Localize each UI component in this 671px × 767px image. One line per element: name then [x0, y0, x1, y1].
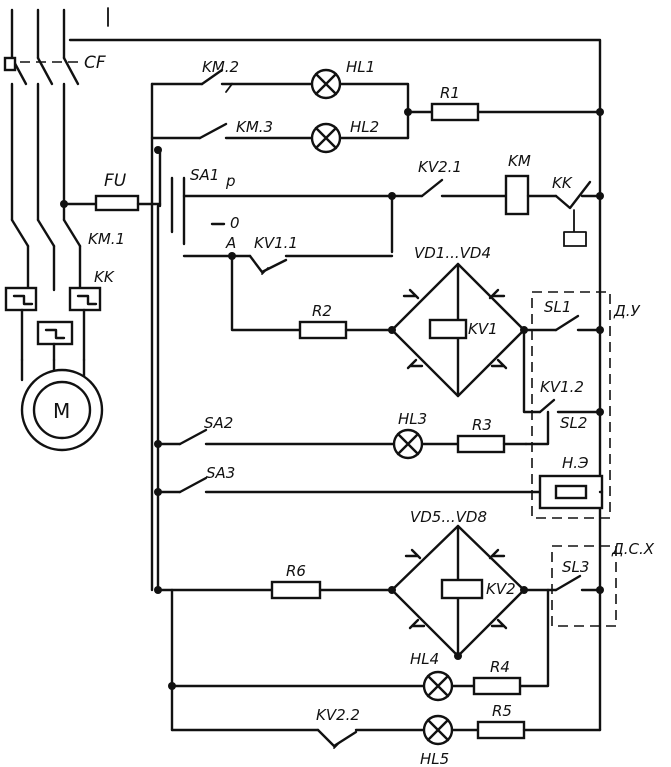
label-sl1: SL1: [544, 298, 571, 316]
label-kv1: KV1: [468, 320, 498, 338]
label-hl5: HL5: [420, 750, 449, 767]
label-vd5-vd8: VD5...VD8: [410, 508, 487, 526]
row-km2-hl1: KM.2 HL1: [150, 58, 410, 140]
coil-km: [504, 174, 530, 216]
label-r4: R4: [490, 658, 510, 676]
row-sa3-heater: SA3 Н.Э: [154, 454, 604, 510]
sa1-positions: 0 A KV1.1: [182, 214, 394, 275]
label-p: p: [225, 172, 236, 190]
label-km3: KM.3: [236, 118, 273, 136]
du-dashed-box: [531, 291, 611, 519]
lamp-hl2: [310, 122, 342, 154]
label-fu: FU: [104, 171, 127, 191]
label-sa3: SA3: [206, 464, 235, 482]
label-he: Н.Э: [562, 454, 589, 472]
label-km1: KM.1: [88, 230, 125, 248]
row-hl4-r4: HL4 R4: [168, 650, 522, 702]
label-zero: 0: [230, 214, 240, 232]
label-sa2: SA2: [204, 414, 233, 432]
label-r1: R1: [440, 84, 460, 102]
bridge-vd1-vd4: VD1...VD4 R2 KV1: [230, 244, 542, 414]
label-kv2: KV2: [486, 580, 516, 598]
label-hl4: HL4: [410, 650, 439, 668]
label-du: Д.У: [613, 302, 640, 320]
row-sa2-hl3-r3: SA2 HL3 R3: [154, 410, 528, 460]
sensor-block-du: SL1 Д.У KV1.2 SL2: [522, 291, 640, 519]
label-r5: R5: [492, 702, 512, 720]
label-hl2: HL2: [350, 118, 379, 136]
label-kv1-2: KV1.2: [540, 378, 584, 396]
label-kv2-1: KV2.1: [418, 158, 462, 176]
label-r3: R3: [472, 416, 492, 434]
resistor-r5: [476, 720, 526, 740]
lamp-hl5: [422, 714, 454, 746]
relay-coil-kv1: [428, 318, 468, 340]
label-r6: R6: [286, 562, 306, 580]
label-kk-power: KK: [94, 268, 115, 286]
resistor-r1: [430, 102, 480, 122]
label-hl3: HL3: [398, 410, 427, 428]
label-cf: CF: [84, 53, 106, 73]
row-km3-hl2-r1: KM.3 HL2 R1: [150, 84, 604, 154]
label-sl2: SL2: [560, 414, 587, 432]
label-km2: KM.2: [202, 58, 239, 76]
motor-label: M: [53, 399, 70, 423]
label-sa1: SA1: [190, 166, 219, 184]
row-kv2-2-hl5-r5: KV2.2 R5 HL5: [170, 702, 602, 767]
label-kv2-2: KV2.2: [316, 706, 360, 724]
label-hl1: HL1: [346, 58, 375, 76]
lamp-hl1: [310, 68, 342, 100]
power-section: CF FU KM.1: [3, 7, 602, 732]
dsx-dashed-box: [551, 545, 617, 627]
resistor-r3: [456, 434, 506, 454]
label-dsx: Д.С.Х: [611, 540, 655, 558]
label-kv1-1: KV1.1: [254, 234, 298, 252]
lamp-hl3: [392, 428, 424, 460]
lamp-hl4: [422, 670, 454, 702]
heater-element: [538, 474, 604, 510]
bridge-vd5-vd8: VD5...VD8 R6 KV2: [154, 508, 528, 660]
label-vd1-vd4: VD1...VD4: [414, 244, 491, 262]
fuse-fu: FU: [60, 171, 162, 212]
resistor-r2: [298, 320, 348, 340]
circuit-breaker-cf: CF: [3, 53, 106, 222]
motor-m: M: [20, 358, 104, 452]
control-bus-left: [150, 82, 174, 732]
row-sa1-km: SA1 p KV2.1 KM KK: [154, 146, 604, 254]
contactor-km1: KM.1: [10, 218, 125, 292]
label-sl3: SL3: [562, 558, 589, 576]
label-r2: R2: [312, 302, 332, 320]
label-a: A: [225, 234, 236, 252]
label-kk-control: KK: [552, 174, 573, 192]
sensor-block-dsx: SL3 Д.С.Х: [518, 540, 655, 688]
thermal-relay-kk: KK: [4, 268, 115, 362]
label-km-coil: KM: [508, 152, 531, 170]
resistor-r4: [472, 676, 522, 696]
relay-coil-kv2: [440, 578, 484, 600]
resistor-r6: [270, 580, 322, 600]
